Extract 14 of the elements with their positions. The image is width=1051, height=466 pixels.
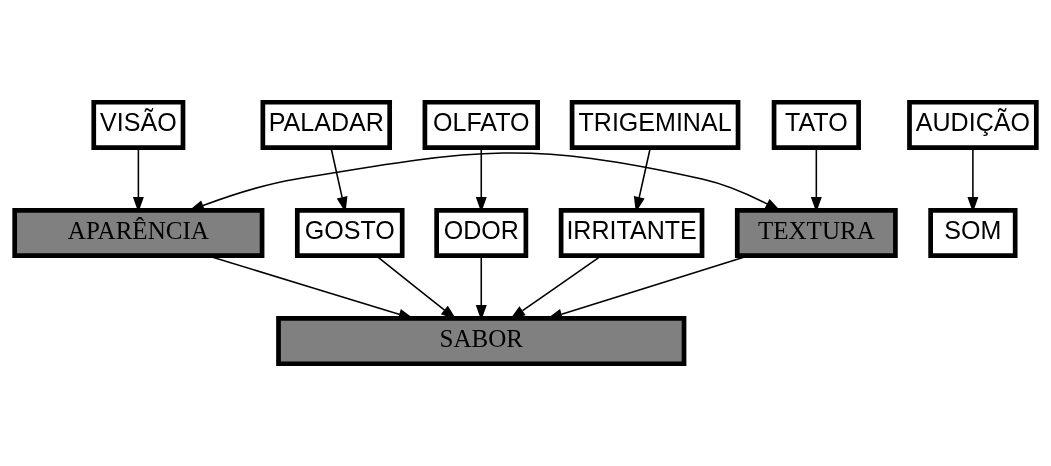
node-box: TEXTURA [734,207,898,259]
node-box: TRIGEMINAL [569,99,741,150]
node-box: APARÊNCIA [12,207,265,259]
node-box: SABOR [276,315,687,367]
node-box: OLFATO [422,99,540,150]
node-box: TATO [771,99,861,150]
node-box: SOM [928,207,1018,259]
arrow [475,255,487,321]
node-box: PALADAR [260,99,393,150]
node-box: ODOR [434,207,529,259]
node-box: AUDIÇÃO [907,99,1039,150]
node-box: GOSTO [294,207,405,259]
node-box: VISÃO [91,99,186,150]
node-box: IRRITANTE [558,207,705,259]
